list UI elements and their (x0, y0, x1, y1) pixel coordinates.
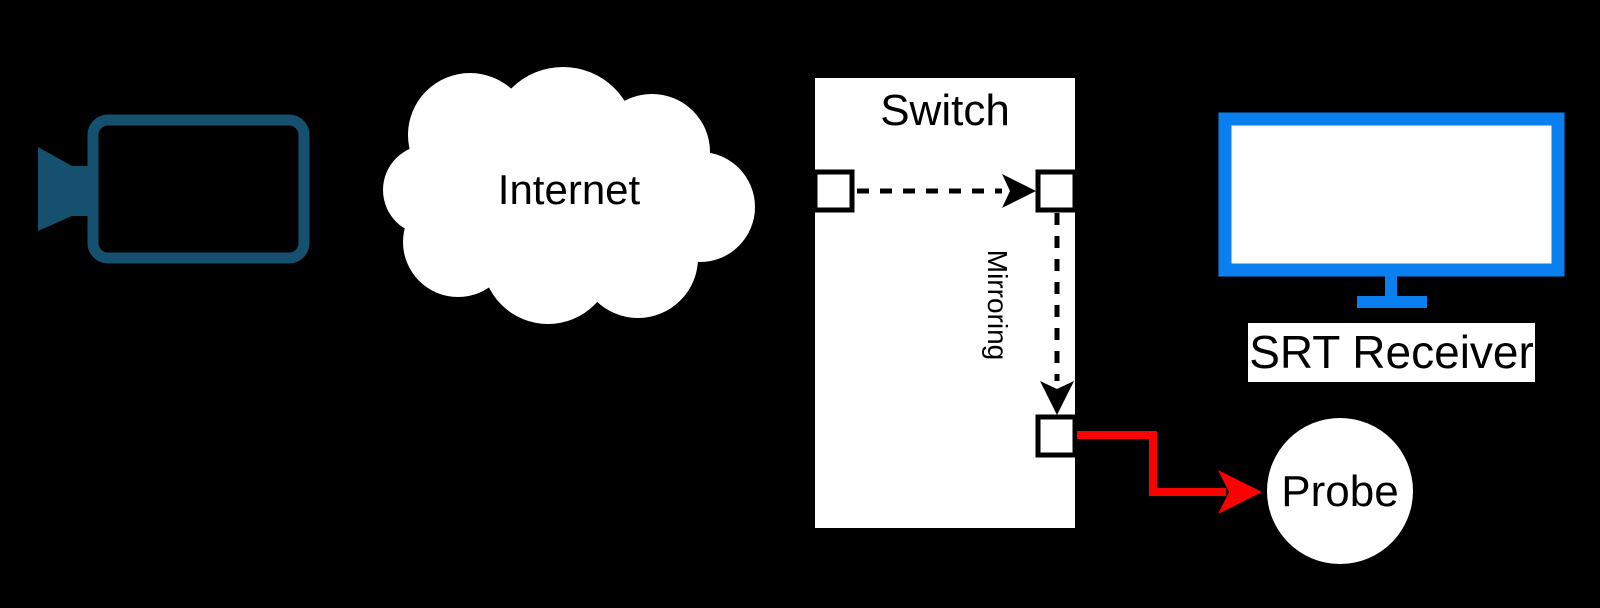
mirroring-edge-label: Mirroring (982, 249, 1013, 361)
srt-receiver-label: SRT Receiver (1248, 323, 1535, 382)
mirror-to-probe-line (1077, 431, 1226, 496)
monitor-stand-base (1357, 296, 1427, 308)
internet-cloud-label: Internet (497, 166, 641, 213)
switch-port-in (812, 169, 855, 213)
camera-body (87, 114, 310, 264)
mirroring-arrowhead-icon (1040, 381, 1074, 415)
cloud-bump (383, 145, 473, 235)
video-camera-icon (38, 114, 310, 264)
cloud-center (475, 110, 645, 280)
probe-circle-icon (1267, 418, 1413, 564)
mirror-to-probe-arrowhead-icon (1218, 470, 1262, 514)
switch-port-mirror (1035, 414, 1078, 458)
camera-lens-icon (38, 147, 88, 231)
flow-arrowhead-icon (1002, 174, 1036, 208)
switch-label: Switch (880, 86, 1010, 135)
probe-label: Probe (1281, 467, 1399, 516)
monitor-stand-neck (1385, 270, 1397, 302)
switch-port-out (1035, 169, 1078, 213)
monitor-icon (1218, 112, 1565, 308)
cloud-icon (383, 67, 755, 324)
monitor-screen (1218, 112, 1565, 277)
switch-box (815, 78, 1075, 528)
